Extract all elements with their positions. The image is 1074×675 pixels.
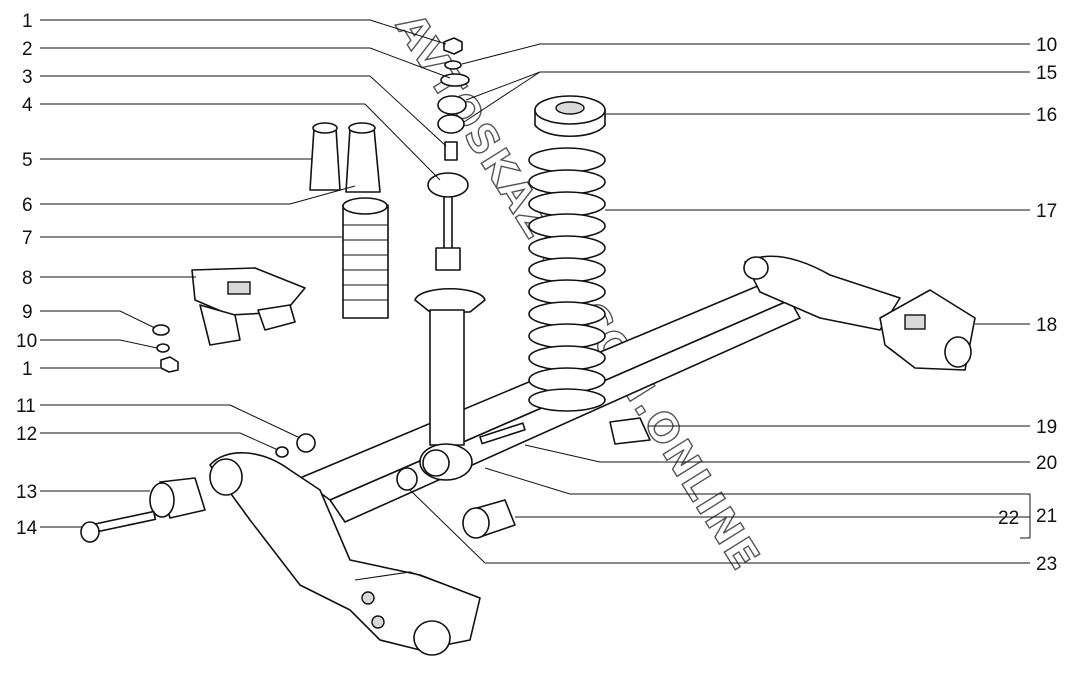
coil-spring <box>528 147 606 412</box>
callout-label: 3 <box>22 67 33 88</box>
shock-top-mount-parts <box>437 37 470 161</box>
callout-labels-right: 10 15 16 17 18 19 20 21 22 23 <box>998 35 1057 575</box>
callout-label: 12 <box>16 424 37 445</box>
protective-boot <box>342 197 389 319</box>
callout-labels-left: 1 2 3 4 5 6 7 8 9 10 1 11 12 13 14 <box>16 11 38 539</box>
callout-label: 15 <box>1036 63 1057 84</box>
callout-label: 6 <box>22 195 33 216</box>
callout-label: 19 <box>1036 417 1057 438</box>
callout-label: 11 <box>16 396 36 417</box>
callout-label: 4 <box>22 95 33 116</box>
callout-label: 2 <box>22 39 33 60</box>
shock-absorber <box>414 172 486 481</box>
callout-label: 1 <box>22 11 33 32</box>
callout-label: 7 <box>22 228 33 249</box>
spring-upper-seat <box>534 95 606 138</box>
callout-label: 5 <box>22 150 33 171</box>
body-bracket <box>152 267 306 373</box>
callout-label: 9 <box>22 302 33 323</box>
bushings-and-bolts <box>80 417 651 543</box>
callout-label: 21 <box>1036 506 1057 527</box>
callout-label: 20 <box>1036 453 1057 474</box>
callout-label: 18 <box>1036 315 1057 336</box>
callout-label: 8 <box>22 268 33 289</box>
leader-lines <box>40 19 1031 564</box>
callout-label: 13 <box>16 482 37 503</box>
callout-label: 22 <box>998 508 1019 529</box>
callout-label: 10 <box>16 331 37 352</box>
bump-stops <box>309 122 381 193</box>
callout-label: 16 <box>1036 105 1057 126</box>
callout-label: 1 <box>22 359 33 380</box>
callout-label: 17 <box>1036 201 1057 222</box>
callout-label: 14 <box>16 518 38 539</box>
callout-label: 23 <box>1036 554 1057 575</box>
callout-label: 10 <box>1036 35 1057 56</box>
